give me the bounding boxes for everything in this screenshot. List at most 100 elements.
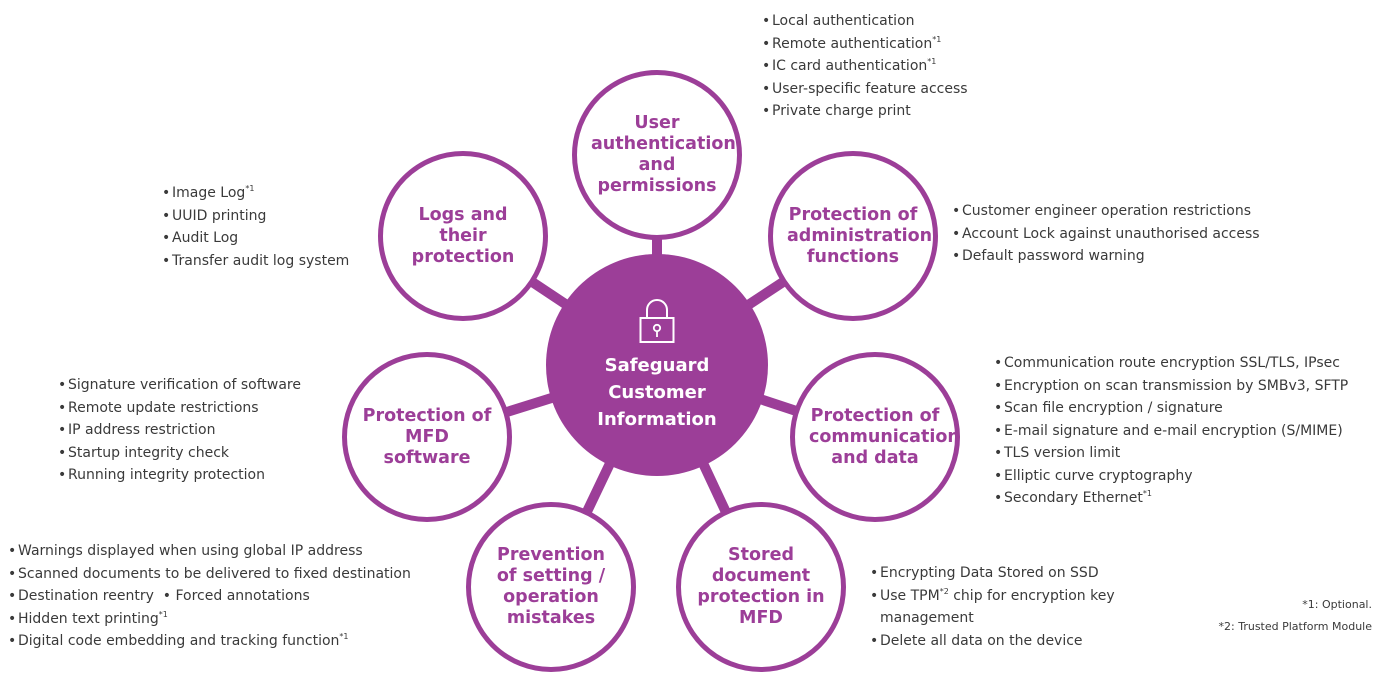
list-item: Hidden text printing*1 xyxy=(8,608,411,631)
list-item: Digital code embedding and tracking func… xyxy=(8,630,411,653)
item-text: Destination reentry xyxy=(18,588,154,604)
footnote-marker: *1 xyxy=(158,609,168,619)
list-item: Running integrity protection xyxy=(58,464,301,487)
item-text-continued: chip for encryption key xyxy=(948,587,1115,604)
list-item: Delete all data on the device xyxy=(870,630,1115,653)
node-label: Prevention of setting / operation mistak… xyxy=(496,545,606,628)
node-stored-document-protection: Stored document protection in MFD xyxy=(676,502,846,672)
footnote-marker: *1 xyxy=(932,34,942,44)
list-item: IC card authentication*1 xyxy=(762,55,968,78)
item-text: E-mail signature and e-mail encryption (… xyxy=(1004,422,1343,439)
item-text: User-specific feature access xyxy=(772,80,968,97)
list-item: Default password warning xyxy=(952,245,1260,268)
center-title: Safeguard Customer Information xyxy=(597,354,717,430)
item-text: Startup integrity check xyxy=(68,444,230,461)
node-label: Protection of MFD software xyxy=(362,405,492,468)
item-text: Encrypting Data Stored on SSD xyxy=(880,565,1099,581)
item-text: Hidden text printing xyxy=(18,610,159,627)
item-text: UUID printing xyxy=(172,207,267,224)
list-item: Customer engineer operation restrictions xyxy=(952,200,1260,223)
item-text: Private charge print xyxy=(772,103,911,119)
item-text: Secondary Ethernet xyxy=(1004,490,1143,506)
prevention-list: Warnings displayed when using global IP … xyxy=(8,540,411,653)
list-item: Use TPM*2 chip for encryption key xyxy=(870,585,1115,608)
item-text: Remote update restrictions xyxy=(68,399,259,416)
item-text: TLS version limit xyxy=(1004,445,1121,461)
list-item: Encryption on scan transmission by SMBv3… xyxy=(994,375,1348,398)
padlock-icon xyxy=(639,298,675,343)
list-item: E-mail signature and e-mail encryption (… xyxy=(994,420,1348,443)
footnote-optional: *1: Optional. xyxy=(1302,598,1372,611)
item-text: IP address restriction xyxy=(68,422,216,438)
footnote-tpm: *2: Trusted Platform Module xyxy=(1218,620,1372,633)
list-item: Encrypting Data Stored on SSD xyxy=(870,562,1115,585)
list-item: Audit Log xyxy=(162,227,349,250)
list-item: UUID printing xyxy=(162,205,349,228)
footnote-marker: *1 xyxy=(339,632,349,641)
node-label: User authentication and permissions xyxy=(591,113,736,196)
node-label: Logs and their protection xyxy=(411,204,515,267)
item-text: Warnings displayed when using global IP … xyxy=(18,543,363,559)
footnote-marker: *1 xyxy=(1142,489,1152,498)
list-item: Elliptic curve cryptography xyxy=(994,465,1348,488)
footnote-marker: *1 xyxy=(927,57,937,66)
stored-document-list: Encrypting Data Stored on SSD Use TPM*2 c… xyxy=(870,562,1115,652)
list-item: Remote update restrictions xyxy=(58,397,301,420)
logs-list: Image Log*1UUID printingAudit LogTransfe… xyxy=(162,182,349,272)
user-authentication-list: Local authenticationRemote authenticatio… xyxy=(762,10,968,123)
item-text: Remote authentication xyxy=(772,35,933,52)
node-label: Stored document protection in MFD xyxy=(697,545,825,628)
item-text: IC card authentication xyxy=(772,58,928,74)
node-label: Protection of administration functions xyxy=(787,204,933,267)
item-text: Audit Log xyxy=(172,230,239,246)
center-hub: Safeguard Customer Information xyxy=(546,254,768,476)
item-text: Scanned documents to be delivered to fix… xyxy=(18,565,411,582)
list-item: Secondary Ethernet*1 xyxy=(994,487,1348,510)
item-text: Default password warning xyxy=(962,248,1145,264)
node-administration-protection: Protection of administration functions xyxy=(768,151,938,321)
item-text: Elliptic curve cryptography xyxy=(1004,467,1193,484)
list-item: Communication route encryption SSL/TLS, … xyxy=(994,352,1348,375)
item-text: Transfer audit log system xyxy=(172,252,350,269)
item-text: Local authentication xyxy=(772,13,915,29)
item-text: Encryption on scan transmission by SMBv3… xyxy=(1004,377,1349,394)
item-text: Digital code embedding and tracking func… xyxy=(18,633,340,649)
communication-list: Communication route encryption SSL/TLS, … xyxy=(994,352,1348,510)
list-item: Destination reentry • Forced annotations xyxy=(8,585,411,608)
list-item: IP address restriction xyxy=(58,419,301,442)
node-communication-protection: Protection of communication and data xyxy=(790,352,960,522)
list-item: Local authentication xyxy=(762,10,968,33)
item-text: management xyxy=(880,610,974,626)
list-item: Private charge print xyxy=(762,100,968,123)
node-software-protection: Protection of MFD software xyxy=(342,352,512,522)
item-text: Delete all data on the device xyxy=(880,632,1083,649)
software-list: Signature verification of softwareRemote… xyxy=(58,374,301,487)
list-item: Scanned documents to be delivered to fix… xyxy=(8,563,411,586)
node-operation-mistake-prevention: Prevention of setting / operation mistak… xyxy=(466,502,636,672)
footnote-marker: *1 xyxy=(245,184,255,193)
list-item: Warnings displayed when using global IP … xyxy=(8,540,411,563)
list-item: Image Log*1 xyxy=(162,182,349,205)
list-item: Startup integrity check xyxy=(58,442,301,465)
node-label: Protection of communication and data xyxy=(809,405,960,468)
list-item: TLS version limit xyxy=(994,442,1348,465)
list-item: Scan file encryption / signature xyxy=(994,397,1348,420)
list-item: Remote authentication*1 xyxy=(762,33,968,56)
item-text: Image Log xyxy=(172,185,246,201)
item-text: Running integrity protection xyxy=(68,467,265,483)
footnote-marker: *2 xyxy=(939,586,949,596)
item-text-continued: • Forced annotations xyxy=(153,588,310,604)
node-user-authentication: User authentication and permissions xyxy=(572,70,742,240)
item-text: Scan file encryption / signature xyxy=(1004,400,1223,416)
item-text: Customer engineer operation restrictions xyxy=(962,203,1251,219)
item-text: Communication route encryption SSL/TLS, … xyxy=(1004,355,1340,371)
node-logs-protection: Logs and their protection xyxy=(378,151,548,321)
list-item: Account Lock against unauthorised access xyxy=(952,223,1260,246)
list-item: Signature verification of software xyxy=(58,374,301,397)
administration-list: Customer engineer operation restrictions… xyxy=(952,200,1260,268)
item-text: Signature verification of software xyxy=(68,377,301,393)
list-item: management xyxy=(870,607,1115,630)
item-text: Account Lock against unauthorised access xyxy=(962,225,1260,242)
item-text: Use TPM xyxy=(880,587,940,604)
